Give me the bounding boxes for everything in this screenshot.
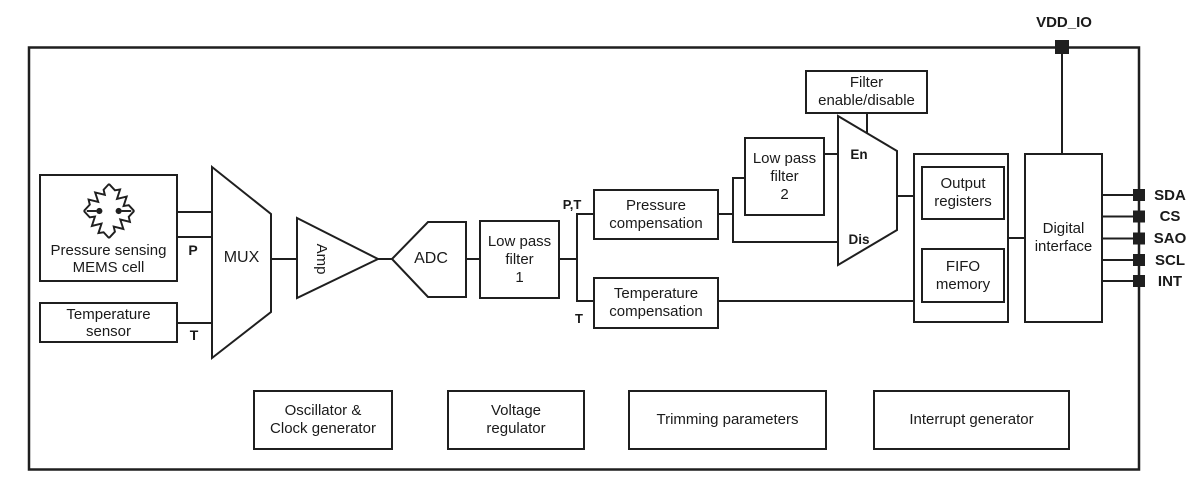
wheatstone-bridge-icon (79, 180, 138, 242)
mux-trapezoid (211, 164, 272, 361)
pin-label-cs: CS (1159, 208, 1181, 225)
pin-label-sda: SDA (1154, 186, 1186, 204)
signal-pt-label: P,T (562, 196, 582, 212)
block-temperature-sensor: Temperature sensor (39, 302, 178, 343)
block-interrupt-generator: Interrupt generator (873, 390, 1070, 450)
block-fifo-memory: FIFO memory (921, 248, 1005, 303)
filter-select-trapezoid (837, 114, 898, 267)
block-low-pass-filter-1: Low pass filter 1 (479, 220, 560, 299)
vddio-label: VDD_IO (1036, 13, 1092, 31)
scl-pad (1133, 254, 1145, 266)
mems-cell-label: Pressure sensing MEMS cell (50, 242, 167, 276)
block-oscillator-clock-generator: Oscillator & Clock generator (253, 390, 393, 450)
block-pressure-mems-cell: Pressure sensing MEMS cell (39, 174, 178, 282)
block-low-pass-filter-2: Low pass filter 2 (744, 137, 825, 216)
pin-label-scl: SCL (1155, 251, 1185, 269)
block-trimming-parameters: Trimming parameters (628, 390, 827, 450)
mux-dis-label: Dis (848, 231, 870, 247)
sda-pad (1133, 189, 1145, 201)
block-output-registers: Output registers (921, 166, 1005, 220)
block-voltage-regulator: Voltage regulator (447, 390, 585, 450)
adc-pentagon (390, 221, 467, 298)
pin-label-sao: SAO (1153, 230, 1187, 247)
block-pressure-compensation: Pressure compensation (593, 189, 719, 240)
vddio-pad (1055, 40, 1069, 54)
pin-label-int: INT (1157, 272, 1183, 290)
cs-pad (1133, 210, 1145, 223)
block-digital-interface: Digital interface (1024, 153, 1103, 323)
sao-pad (1133, 232, 1145, 245)
signal-p-label: P (188, 242, 198, 258)
mux-en-label: En (850, 146, 868, 162)
block-temperature-compensation: Temperature compensation (593, 277, 719, 329)
signal-t2-label: T (575, 310, 583, 326)
block-filter-enable-disable: Filter enable/disable (805, 70, 928, 114)
int-pad (1133, 275, 1145, 287)
signal-t-label: T (189, 327, 199, 343)
amp-triangle (296, 216, 381, 300)
